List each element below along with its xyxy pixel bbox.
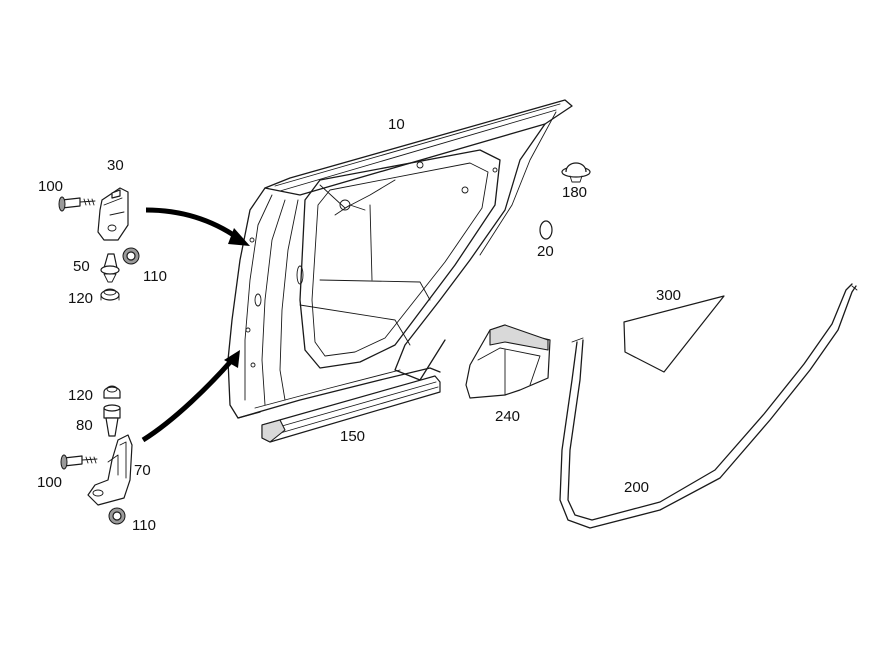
insulation-pad-icon <box>623 295 725 373</box>
label-insulation-pad: 300 <box>656 287 681 304</box>
assembly-arrow-upper <box>145 207 250 246</box>
label-grommet: 180 <box>562 184 587 201</box>
label-upper-hinge: 30 <box>107 157 124 174</box>
hinge-nut-icon <box>108 507 126 525</box>
label-plug: 20 <box>537 243 554 260</box>
cap-nut-icon <box>103 385 121 399</box>
hinge-pin-icon <box>100 253 120 283</box>
label-door-seal: 200 <box>624 479 649 496</box>
hinge-pin-icon <box>103 404 121 437</box>
label-screw-upper: 100 <box>38 178 63 195</box>
label-sill-trim: 150 <box>340 428 365 445</box>
upper-hinge-icon <box>97 187 129 241</box>
label-nut-lower: 110 <box>132 517 156 534</box>
plug-icon <box>539 220 553 240</box>
grommet-icon <box>561 162 591 183</box>
label-nut-upper: 110 <box>143 268 167 285</box>
label-hinge-pin-upper: 50 <box>73 258 90 275</box>
label-cap-nut-lower: 120 <box>68 387 93 404</box>
assembly-arrow-lower <box>141 350 240 443</box>
door-seal-icon <box>559 283 858 529</box>
label-hinge-pin-lower: 80 <box>76 417 93 434</box>
screw-icon <box>60 454 98 470</box>
door-shell <box>227 99 573 419</box>
label-bracket: 240 <box>495 408 520 425</box>
hinge-nut-icon <box>122 247 140 265</box>
label-door-shell: 10 <box>388 116 405 133</box>
label-screw-lower: 100 <box>37 474 62 491</box>
label-lower-hinge: 70 <box>134 462 151 479</box>
cap-nut-icon <box>100 288 120 301</box>
sill-trim-icon <box>261 375 441 443</box>
label-cap-nut-upper: 120 <box>68 290 93 307</box>
bracket-icon <box>465 324 551 399</box>
lower-hinge-icon <box>87 434 133 506</box>
screw-icon <box>58 196 96 212</box>
